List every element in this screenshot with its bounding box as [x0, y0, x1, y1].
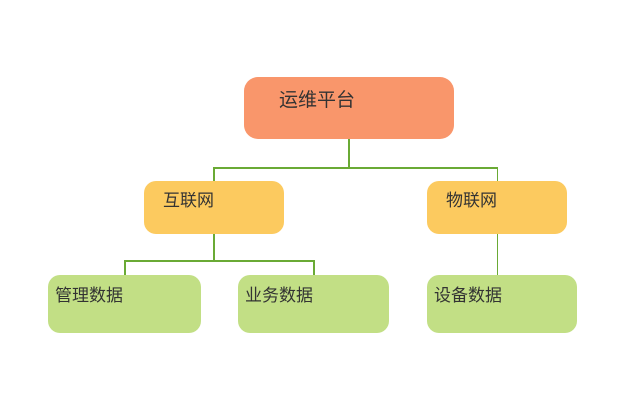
- node-ops-platform[interactable]: 运维平台: [244, 77, 454, 139]
- node-device-data-label: 设备数据: [434, 286, 502, 305]
- connector-root-crossbar: [213, 167, 498, 169]
- connector-biz-drop: [313, 260, 315, 275]
- connector-iot-to-device: [496, 234, 498, 275]
- node-management-data[interactable]: 管理数据: [48, 275, 201, 333]
- connector-root-stem: [348, 139, 350, 168]
- node-device-data[interactable]: 设备数据: [427, 275, 577, 333]
- connector-mgmt-drop: [124, 260, 126, 275]
- node-internet-label: 互联网: [163, 191, 214, 210]
- node-business-data[interactable]: 业务数据: [238, 275, 389, 333]
- connector-internet-crossbar: [124, 260, 314, 262]
- node-management-data-label: 管理数据: [55, 286, 123, 305]
- connector-internet-stem: [213, 234, 215, 261]
- node-ops-platform-label: 运维平台: [279, 90, 356, 111]
- node-internet[interactable]: 互联网: [144, 181, 284, 234]
- node-iot[interactable]: 物联网: [427, 181, 567, 234]
- connector-iot-drop: [496, 167, 498, 181]
- node-business-data-label: 业务数据: [245, 286, 313, 305]
- connector-internet-drop: [213, 167, 215, 181]
- node-iot-label: 物联网: [446, 191, 497, 210]
